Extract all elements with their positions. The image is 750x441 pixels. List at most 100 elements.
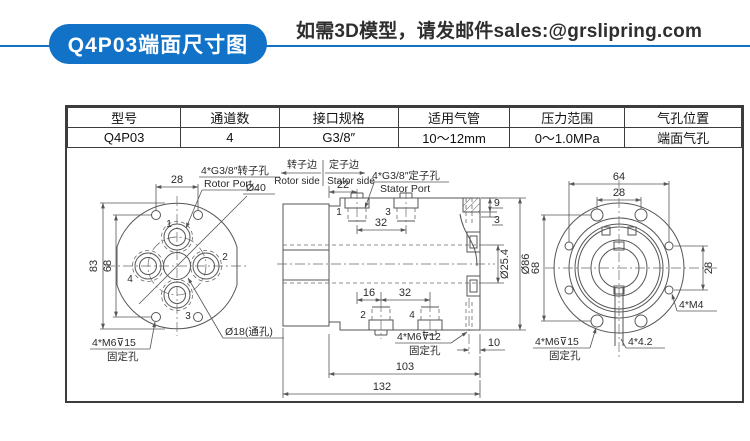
svg-text:32: 32 [375,217,387,229]
stator-side-en: Stator side [327,176,375,187]
rear-view: 64 28 68 28 4*M4 [530,171,719,362]
svg-text:68: 68 [102,260,114,272]
section-fixing-callout: 4*M6⊽12 固定孔 [395,331,468,357]
section-port-well-top [393,189,419,226]
section-dim-32-bottom: 32 [380,287,431,302]
svg-text:103: 103 [396,361,414,373]
section-port-well-bottom [417,302,443,339]
svg-text:3: 3 [494,214,500,226]
front-dim-83: 83 [88,202,165,330]
section-dim-32-top: 32 [356,217,407,234]
rear-dim-28-right: 28 [674,245,715,291]
svg-text:4*4.2: 4*4.2 [628,336,653,348]
section-dim-body: Ø86 [481,197,532,331]
svg-text:固定孔: 固定孔 [107,350,139,363]
front-bolt-circle [147,236,207,296]
spec-header-pressure: 压力范围 [509,107,626,128]
rear-fixing-callout: 4*M6⊽15 固定孔 [533,327,597,362]
svg-text:Ø25.4: Ø25.4 [499,249,511,279]
spec-header-hole-position: 气孔位置 [624,107,742,128]
rear-fixing-hole [590,208,604,222]
section-port-number-4: 4 [409,310,415,321]
rear-fixing-hole [634,314,648,328]
front-bolt-circle-callout: Ø40 [138,182,275,305]
rear-dim-68: 68 [530,214,591,322]
front-port-number-2: 2 [222,252,228,263]
spec-value-channels: 4 [180,127,280,148]
section-rotor-block [282,203,330,327]
stator-side-cn: 定子边 [329,158,359,171]
section-view: 1 3 2 4 转子边 定子边 Rotor side Stator side 4… [274,158,532,398]
svg-text:4*M6⊽15: 4*M6⊽15 [92,337,136,349]
front-fixing-hole [193,210,203,220]
section-dim-10: 10 [457,334,505,354]
rotor-side-en: Rotor side [274,176,320,187]
rear-m4-hole [564,285,574,295]
section-dim-22: 22 [328,179,358,198]
spec-value-tube: 10～12mm [397,127,511,148]
drawing-canvas: 1 2 3 4 28 83 68 [88,158,719,398]
title-badge: Q4P03端面尺寸图 [49,24,267,64]
svg-text:83: 83 [88,260,100,272]
section-port-number-3: 3 [385,207,391,218]
rear-dim-64: 64 [568,171,670,242]
front-view: 1 2 3 4 28 83 68 [88,164,284,363]
section-dim-132: 132 [282,328,481,398]
spec-header-tube: 适用气管 [397,107,511,128]
front-port-number-3: 3 [185,311,191,322]
svg-text:Ø40: Ø40 [246,182,266,194]
front-port-number-1: 1 [166,219,172,230]
front-center-hole-callout: Ø18(通孔) [187,277,284,339]
svg-text:4*M6⊽12: 4*M6⊽12 [397,331,441,343]
rear-through-hole-callout: 4*4.2 [620,336,665,349]
section-stator-body [328,197,481,331]
svg-text:Ø18(通孔): Ø18(通孔) [225,325,273,338]
section-dim-9: 9 [481,197,503,213]
svg-text:4*G3/8″定子孔: 4*G3/8″定子孔 [372,169,440,182]
spec-value-interface: G3/8″ [278,127,399,148]
rear-fixing-hole [634,208,648,222]
svg-text:固定孔: 固定孔 [409,344,441,357]
svg-text:28: 28 [703,262,715,274]
section-right-end-details [459,198,481,354]
spec-header-row: 型号 通道数 接口规格 适用气管 压力范围 气孔位置 [66,107,742,128]
spec-value-hole-position: 端面气孔 [624,127,742,148]
front-fixing-hole [151,210,161,220]
svg-text:Stator Port: Stator Port [380,183,430,195]
drawing-sheet: 型号 通道数 接口规格 适用气管 压力范围 气孔位置 Q4P03 4 G3/8″… [65,105,744,403]
svg-text:固定孔: 固定孔 [549,349,581,362]
section-port-number-2: 2 [360,310,366,321]
svg-text:64: 64 [613,171,625,183]
svg-text:4*M4: 4*M4 [679,299,704,311]
contact-note: 如需3D模型，请发邮件sales:@grslipring.com [296,21,703,42]
spec-value-pressure: 0～1.0MPa [509,127,626,148]
svg-text:4*G3/8″转子孔: 4*G3/8″转子孔 [201,164,269,177]
front-port-number-4: 4 [127,274,133,285]
spec-table: 型号 通道数 接口规格 适用气管 压力范围 气孔位置 Q4P03 4 G3/8″… [66,107,742,148]
svg-text:28: 28 [171,174,183,186]
front-flange-outline [116,202,238,330]
rear-fixing-hole [590,314,604,328]
rear-m4-hole [664,241,674,251]
header-rule [0,45,750,47]
front-dim-68: 68 [102,214,152,318]
svg-text:10: 10 [488,337,500,349]
svg-text:68: 68 [530,262,542,274]
rear-m4-hole [564,241,574,251]
section-dim-103: 103 [328,334,481,378]
svg-text:22: 22 [337,179,349,191]
svg-text:4*M6⊽15: 4*M6⊽15 [535,336,579,348]
svg-text:9: 9 [494,197,500,209]
front-port-2 [190,250,222,282]
svg-text:Rotor Port: Rotor Port [204,178,252,190]
spec-value-row: Q4P03 4 G3/8″ 10～12mm 0～1.0MPa 端面气孔 [66,127,742,148]
section-dim-16: 16 [356,287,431,304]
section-port-well-bottom [368,302,394,339]
section-port-number-1: 1 [336,207,342,218]
front-dim-28: 28 [155,174,199,210]
rotor-side-cn: 转子边 [287,158,317,171]
front-rotor-port-callout: 4*G3/8″转子孔 Rotor Port [185,164,280,229]
page-title: Q4P03端面尺寸图 [67,34,249,57]
rear-dim-28-top: 28 [596,187,642,209]
rear-m4-callout: 4*M4 [671,293,717,312]
